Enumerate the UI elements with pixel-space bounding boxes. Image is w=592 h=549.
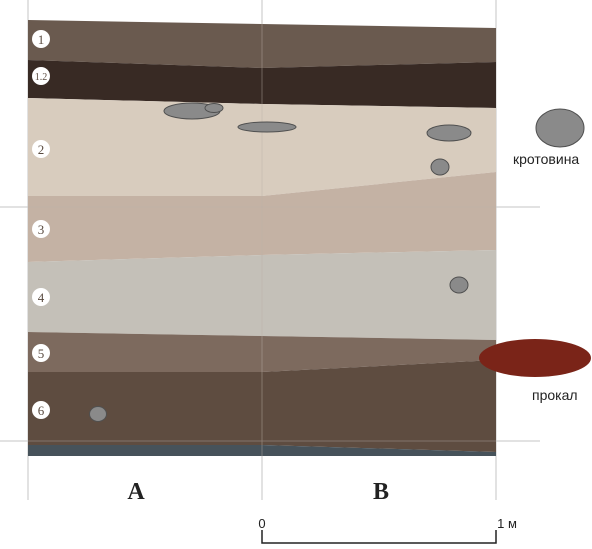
layer-number-3: 3 xyxy=(32,220,50,238)
scale-end: 1 м xyxy=(497,516,517,531)
column-label-b: B xyxy=(373,479,389,505)
burrow-7 xyxy=(89,406,107,422)
layer-numbers: 1 1.2 2 3 4 5 6 xyxy=(32,30,50,419)
layer-number-1: 1 xyxy=(32,30,50,48)
burrow-4 xyxy=(426,124,472,142)
svg-text:6: 6 xyxy=(38,403,45,418)
layer-number-5: 5 xyxy=(32,344,50,362)
burrow-6 xyxy=(449,276,469,294)
layer-number-4: 4 xyxy=(32,288,50,306)
burrow-5 xyxy=(430,158,450,176)
legend-burrow-label: кротовина xyxy=(513,151,579,167)
svg-text:4: 4 xyxy=(38,290,45,305)
scale-start: 0 xyxy=(258,516,265,531)
svg-text:3: 3 xyxy=(38,222,45,237)
legend: кротовина прокал xyxy=(479,108,591,403)
burrow-3 xyxy=(237,121,297,133)
layer-number-6: 6 xyxy=(32,401,50,419)
svg-text:2: 2 xyxy=(38,142,45,157)
svg-text:5: 5 xyxy=(38,346,45,361)
layer-number-2: 2 xyxy=(32,140,50,158)
burrow-2 xyxy=(204,103,224,113)
svg-text:1.2: 1.2 xyxy=(35,72,48,83)
column-label-a: A xyxy=(127,479,145,505)
grid-overlay xyxy=(28,20,496,456)
legend-burn-swatch xyxy=(479,339,591,377)
scale-bar: 0 1 м xyxy=(258,516,517,544)
layer-number-1-2: 1.2 xyxy=(32,67,50,85)
burrows xyxy=(89,102,472,422)
legend-burrow-swatch xyxy=(535,108,585,148)
legend-burn-label: прокал xyxy=(532,387,578,403)
svg-text:1: 1 xyxy=(38,32,45,47)
